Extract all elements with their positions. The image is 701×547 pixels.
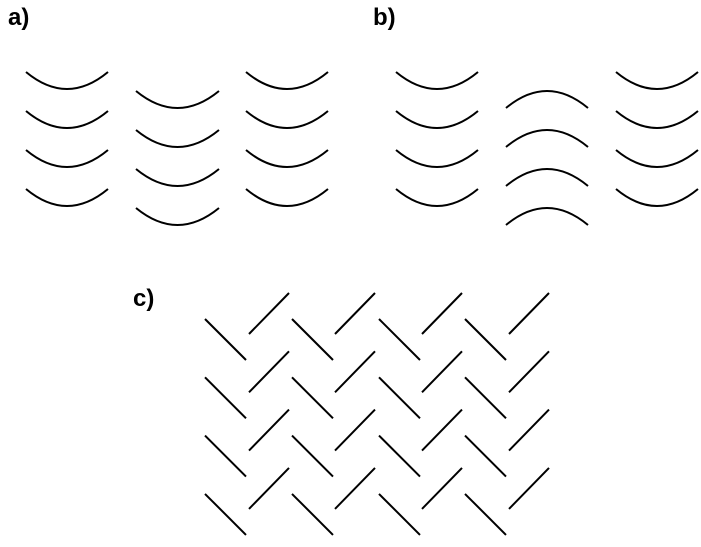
panel-a-arc xyxy=(135,168,220,187)
panel-c-ascending-line xyxy=(421,467,463,510)
panel-c-descending-line xyxy=(464,318,507,361)
panel-b-arc xyxy=(395,110,479,129)
panel-a-arc xyxy=(245,149,329,168)
panel-c-descending-line xyxy=(464,434,507,478)
panel-c-ascending-line xyxy=(508,292,550,335)
panel-c-ascending-line xyxy=(508,408,550,452)
panel-a-arc xyxy=(245,110,329,129)
panel-a-arc xyxy=(135,129,220,148)
panel-b-arc xyxy=(615,110,699,129)
panel-b-label: b) xyxy=(373,4,396,31)
panel-c-ascending-line xyxy=(248,292,290,335)
panel-b-arc xyxy=(615,71,699,90)
panel-c-ascending-line xyxy=(334,292,376,335)
panel-c-descending-line xyxy=(291,318,334,361)
panel-c-ascending-line xyxy=(248,467,290,510)
panel-c-ascending-line xyxy=(334,408,376,452)
panel-a-arc xyxy=(25,71,109,90)
panel-c-descending-line xyxy=(378,376,421,420)
panel-c-label: c) xyxy=(133,285,155,312)
panel-a-arc xyxy=(25,149,109,168)
panel-a-arc xyxy=(135,207,220,226)
panel-c-descending-line xyxy=(204,434,247,478)
panel-a-arc xyxy=(135,90,220,109)
panel-b-inverted-arc xyxy=(505,90,589,109)
panel-c-descending-line xyxy=(464,493,507,536)
panel-c-ascending-line xyxy=(421,408,463,452)
panel-a-label: a) xyxy=(8,4,30,31)
panel-c-ascending-line xyxy=(421,292,463,335)
panel-c-ascending-line xyxy=(248,408,290,452)
panel-b-inverted-arc xyxy=(505,207,589,226)
panel-c-descending-line xyxy=(464,376,507,420)
panel-b-inverted-arc xyxy=(505,129,589,148)
panel-b-arc xyxy=(395,149,479,168)
panel-c-descending-line xyxy=(291,434,334,478)
panel-c-descending-line xyxy=(291,493,334,536)
panel-b-arc xyxy=(615,188,699,207)
panel-c-ascending-line xyxy=(421,350,463,393)
panel-c-descending-line xyxy=(378,318,421,361)
panel-c-ascending-line xyxy=(334,467,376,510)
panel-a-arc xyxy=(245,71,329,90)
panel-c-descending-line xyxy=(291,376,334,420)
panel-c-descending-line xyxy=(378,434,421,478)
panel-b-arc xyxy=(395,188,479,207)
panel-c-descending-line xyxy=(204,376,247,420)
panel-c-ascending-line xyxy=(508,350,550,393)
panel-c-descending-line xyxy=(378,493,421,536)
panel-c-ascending-line xyxy=(248,350,290,393)
panel-b-arc xyxy=(615,149,699,168)
panel-c-ascending-line xyxy=(334,350,376,393)
panel-b-inverted-arc xyxy=(505,168,589,187)
panel-a-arc xyxy=(25,110,109,129)
panel-c-descending-line xyxy=(204,493,247,536)
panel-a-arc xyxy=(245,188,329,207)
panel-c-ascending-line xyxy=(508,467,550,510)
panel-c-descending-line xyxy=(204,318,247,361)
panel-b-arc xyxy=(395,71,479,90)
panel-a-arc xyxy=(25,188,109,207)
